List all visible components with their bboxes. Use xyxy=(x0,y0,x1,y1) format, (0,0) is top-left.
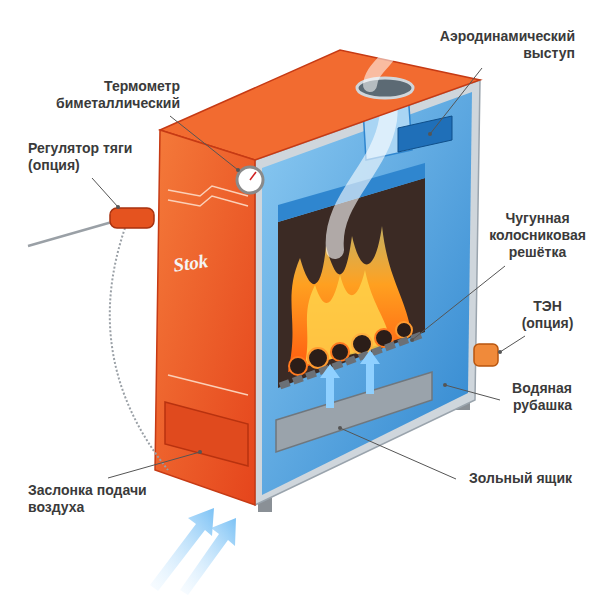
leader-line xyxy=(92,178,118,207)
aero-protrusion xyxy=(398,116,452,152)
leader-line xyxy=(108,452,200,478)
leader-dot xyxy=(116,205,120,209)
leader-line xyxy=(430,68,482,134)
regulator-chain xyxy=(110,228,168,470)
leader-lines xyxy=(92,68,525,479)
leader-dot xyxy=(443,383,447,387)
callout-label: ТЭН (опция) xyxy=(510,298,585,332)
leader-dot xyxy=(338,426,342,430)
heating-element xyxy=(474,344,498,366)
air-arrow xyxy=(320,364,340,408)
callout-label: Заслонка подачи воздуха xyxy=(28,482,148,516)
smoke xyxy=(370,40,392,85)
thermometer xyxy=(237,167,263,193)
coal-piece xyxy=(396,322,412,338)
leader-dots xyxy=(116,132,502,454)
callout-label: Чугунная колосниковая решётка xyxy=(480,210,595,261)
leader-line xyxy=(445,385,500,400)
air-damper xyxy=(165,402,248,466)
leader-line xyxy=(412,266,505,340)
air-arrow xyxy=(180,518,236,595)
leader-dot xyxy=(198,450,202,454)
leader-dot xyxy=(236,168,240,172)
callout-label: Регулятор тяги (опция) xyxy=(28,140,153,174)
callout-label: Аэродинамический выступ xyxy=(430,28,575,62)
draft-regulator xyxy=(110,208,154,228)
leader-line xyxy=(340,428,456,479)
ash-box xyxy=(276,372,432,452)
callout-label: Зольный ящик xyxy=(430,470,572,487)
leader-line xyxy=(500,336,525,352)
air-arrow xyxy=(360,350,380,394)
leader-line xyxy=(170,116,238,170)
brand-logo: Stok xyxy=(172,251,209,276)
leader-dot xyxy=(498,350,502,354)
leader-dot xyxy=(410,338,414,342)
decor-line xyxy=(168,196,248,206)
callout-label: Термометр биметаллический xyxy=(40,78,180,112)
coal-piece xyxy=(289,357,307,375)
coal-piece xyxy=(352,334,372,354)
thermometer-needle xyxy=(250,172,256,180)
coal-piece xyxy=(331,343,349,361)
regulator-rod xyxy=(28,222,112,246)
cast-iron-grate xyxy=(280,334,424,386)
callout-label: Водяная рубашка xyxy=(480,380,572,414)
boiler-lid xyxy=(160,50,480,160)
flame xyxy=(288,226,412,372)
air-inflow xyxy=(150,508,236,595)
leader-dot xyxy=(428,132,432,136)
decor-line xyxy=(168,186,248,196)
decor-line xyxy=(168,375,248,395)
coal-piece xyxy=(308,348,328,368)
air-arrow xyxy=(150,508,214,591)
air-arrows xyxy=(320,350,380,408)
